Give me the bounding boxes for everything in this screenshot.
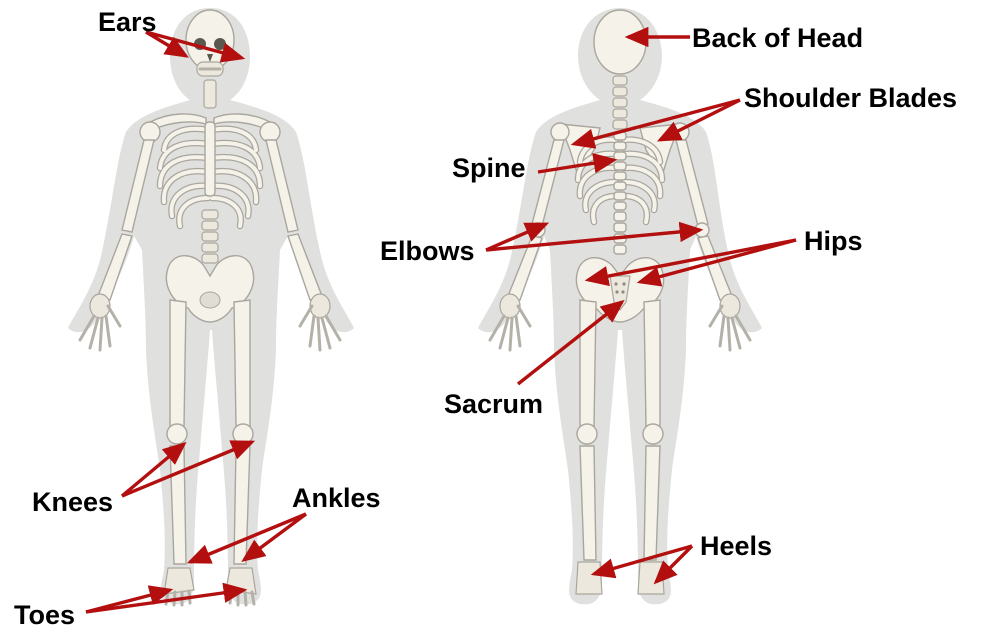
- back-knee-right: [643, 424, 663, 444]
- label-sacrum: Sacrum: [444, 389, 543, 419]
- back-femur-right: [644, 300, 660, 426]
- label-spine: Spine: [452, 153, 526, 183]
- label-ankles: Ankles: [292, 483, 381, 513]
- front-eye-socket-right: [214, 38, 226, 50]
- label-hips: Hips: [804, 226, 863, 256]
- label-toes: Toes: [14, 600, 75, 629]
- back-skull: [594, 10, 646, 74]
- back-knee-left: [577, 424, 597, 444]
- front-neck-vertebrae: [204, 80, 216, 108]
- back-femur-left: [580, 300, 596, 426]
- label-shoulder-blades: Shoulder Blades: [744, 83, 957, 113]
- label-ears: Ears: [98, 7, 157, 37]
- front-femur-right: [234, 300, 250, 426]
- back-heel-left: [576, 562, 602, 594]
- label-knees: Knees: [32, 487, 113, 517]
- front-lumbar-spine: [202, 210, 218, 263]
- front-shoulder-left: [140, 122, 160, 142]
- label-heels: Heels: [700, 531, 772, 561]
- back-shoulder-left: [551, 123, 569, 141]
- front-shoulder-right: [260, 122, 280, 142]
- front-knee-left: [167, 424, 187, 444]
- back-skeleton: [478, 8, 762, 604]
- front-sternum: [205, 122, 215, 196]
- back-spine: [613, 76, 627, 129]
- front-femur-left: [170, 300, 186, 426]
- label-back-of-head: Back of Head: [692, 23, 863, 53]
- label-elbows: Elbows: [380, 236, 475, 266]
